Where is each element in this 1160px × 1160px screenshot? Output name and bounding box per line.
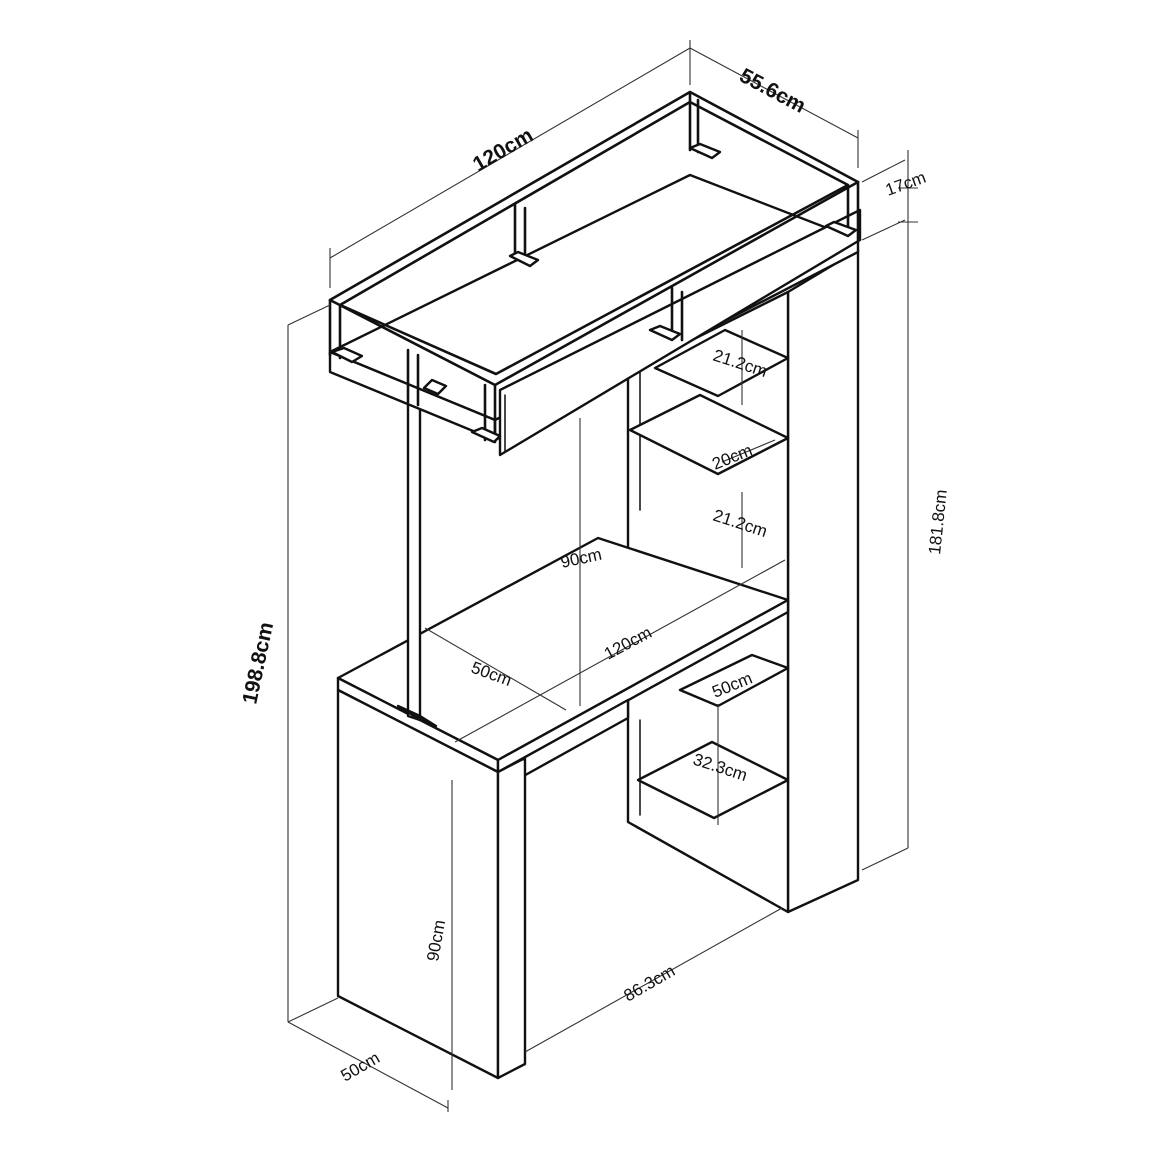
label-rail-height: 17cm (883, 168, 929, 200)
dimension-lines (287, 40, 918, 1112)
label-top-width: 120cm (469, 124, 537, 177)
label-knee-width: 86.3cm (621, 961, 679, 1005)
label-tower-height: 181.8cm (925, 489, 951, 556)
left-pedestal (336, 688, 527, 1080)
label-base-depth: 50cm (338, 1048, 384, 1085)
label-top-depth: 55.6cm (736, 64, 810, 118)
top-rack (328, 90, 862, 457)
desk-top (336, 536, 790, 780)
label-overall-height: 198.8cm (238, 620, 278, 706)
